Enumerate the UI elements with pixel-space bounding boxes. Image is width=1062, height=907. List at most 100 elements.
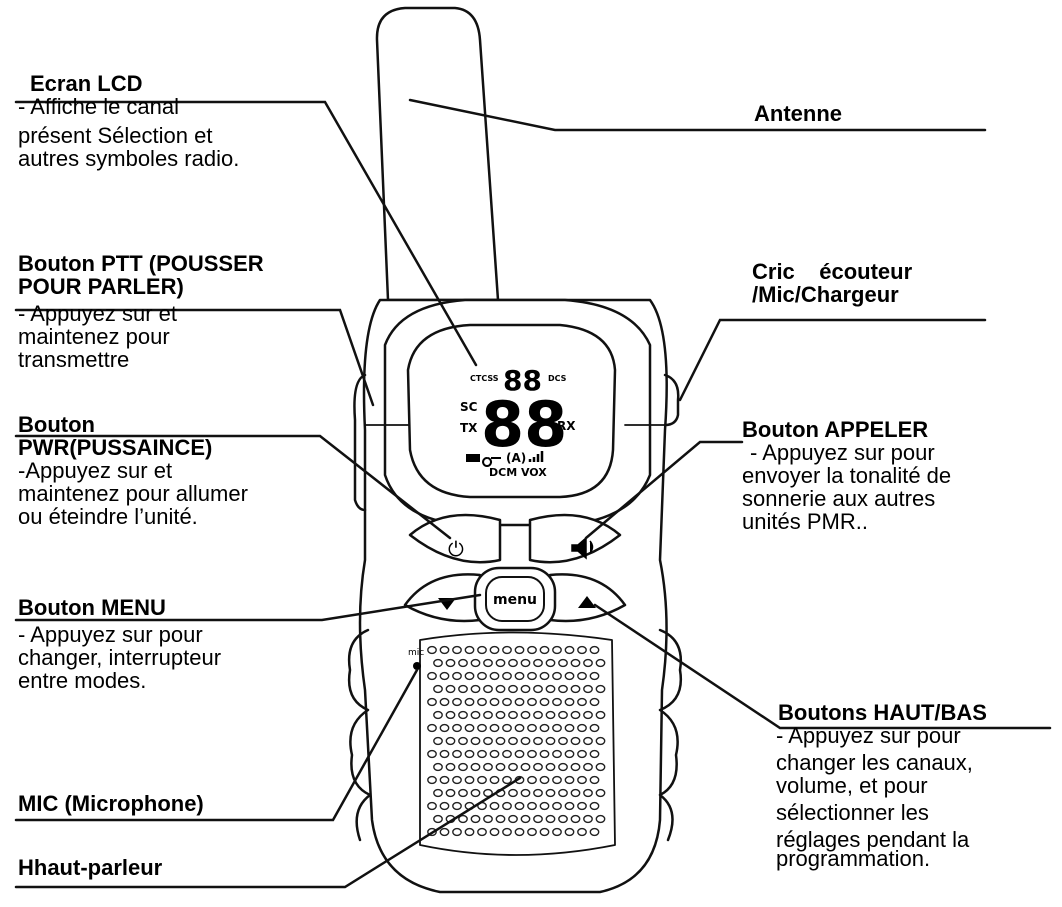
speaker-hole [545, 658, 556, 668]
speaker-hole [458, 736, 468, 746]
label-lcd-desc-1: - Affiche le canal [18, 94, 180, 119]
speaker-hole [520, 788, 531, 798]
call-icon [571, 536, 594, 560]
speaker-hole [520, 814, 531, 824]
label-updown: Boutons HAUT/BAS - Appuyez sur pour chan… [776, 700, 987, 871]
signal-bars-icon [528, 451, 544, 462]
left-grip [347, 628, 372, 842]
speaker-hole [558, 814, 568, 824]
speaker-hole [464, 749, 475, 759]
speaker-hole [427, 645, 437, 655]
power-button[interactable] [408, 513, 502, 564]
speaker-hole [583, 658, 593, 668]
label-lcd-desc-2: présent Sélection et [18, 123, 213, 148]
battery-icon [466, 454, 480, 462]
label-ptt-desc-2: maintenez pour [18, 324, 170, 349]
ptt-side-button [353, 373, 367, 512]
speaker-hole [452, 723, 462, 733]
speaker-hole [558, 788, 568, 798]
label-antenna: Antenne [754, 102, 842, 125]
speaker-hole [589, 671, 600, 681]
label-menu: Bouton MENU - Appuyez sur pour changer, … [18, 596, 221, 692]
speaker-hole [539, 723, 550, 733]
speaker-hole [570, 814, 581, 824]
speaker-hole [539, 827, 550, 837]
speaker-hole [489, 749, 500, 759]
up-arrow-icon [578, 596, 596, 608]
speaker-hole [570, 658, 581, 668]
speaker-hole [527, 697, 537, 707]
speaker-hole [570, 736, 581, 746]
speaker-hole [458, 684, 468, 694]
speaker-hole [439, 645, 450, 655]
label-lcd-title: Ecran LCD [30, 71, 143, 96]
speaker-hole [483, 736, 493, 746]
leader-call [584, 440, 744, 540]
speaker-hole [495, 710, 506, 720]
speaker-hole [533, 684, 543, 694]
label-speaker: Hhaut-parleur [18, 856, 162, 879]
speaker-hole [564, 671, 575, 681]
speaker-hole [520, 658, 531, 668]
speaker-hole [577, 749, 587, 759]
speaker-hole [452, 671, 462, 681]
lcd-scan-icon: (A) [506, 451, 526, 465]
lcd-dcm-vox: DCM VOX [489, 466, 547, 479]
speaker-hole [533, 814, 543, 824]
speaker-hole [552, 671, 562, 681]
speaker-hole [595, 658, 606, 668]
menu-key-label: menu [493, 592, 537, 608]
speaker-hole [464, 775, 475, 785]
label-ptt-title-2: POUR PARLER) [18, 274, 184, 299]
speaker-hole [427, 723, 437, 733]
speaker-hole [439, 723, 450, 733]
speaker-hole [595, 684, 606, 694]
speaker-hole [539, 645, 550, 655]
speaker-hole [589, 775, 600, 785]
speaker-hole [508, 788, 518, 798]
speaker-hole [489, 671, 500, 681]
label-jack-title-2: /Mic/Chargeur [752, 282, 899, 307]
speaker-hole [502, 671, 512, 681]
speaker-hole [502, 697, 512, 707]
speaker-hole [545, 736, 556, 746]
speaker-hole [545, 684, 556, 694]
speaker-hole [520, 762, 531, 772]
lcd-main-digits: 88 [481, 388, 567, 461]
label-ptt-desc-1: - Appuyez sur et [18, 301, 177, 326]
speaker-hole [445, 736, 456, 746]
speaker-hole [552, 775, 562, 785]
label-call-desc-3: sonnerie aux autres [742, 486, 936, 511]
speaker-hole [470, 814, 481, 824]
speaker-hole [433, 814, 443, 824]
lcd-screen [406, 323, 617, 499]
speaker-hole [433, 788, 443, 798]
speaker-hole [458, 710, 468, 720]
speaker-hole [539, 775, 550, 785]
speaker-hole [564, 723, 575, 733]
down-button[interactable] [403, 573, 482, 623]
label-updown-title: Boutons HAUT/BAS [778, 700, 987, 725]
speaker-hole [508, 814, 518, 824]
speaker-hole [545, 788, 556, 798]
speaker-hole [577, 723, 587, 733]
speaker-hole [577, 645, 587, 655]
speaker-hole [520, 684, 531, 694]
speaker-hole [508, 710, 518, 720]
speaker-hole [583, 736, 593, 746]
speaker-hole [470, 762, 481, 772]
label-mic-title: MIC (Microphone) [18, 791, 204, 816]
speaker-hole [589, 723, 600, 733]
speaker-hole [452, 827, 462, 837]
label-updown-desc-6: programmation. [776, 846, 931, 871]
label-lcd-desc-3: autres symboles radio. [18, 146, 240, 171]
speaker-hole [483, 684, 493, 694]
speaker-hole [595, 710, 606, 720]
lcd-tx: TX [460, 421, 478, 435]
label-call-title: Bouton APPELER [742, 417, 929, 442]
speaker-hole [527, 671, 537, 681]
speaker-hole [589, 749, 600, 759]
speaker-hole [508, 736, 518, 746]
speaker-hole [470, 684, 481, 694]
